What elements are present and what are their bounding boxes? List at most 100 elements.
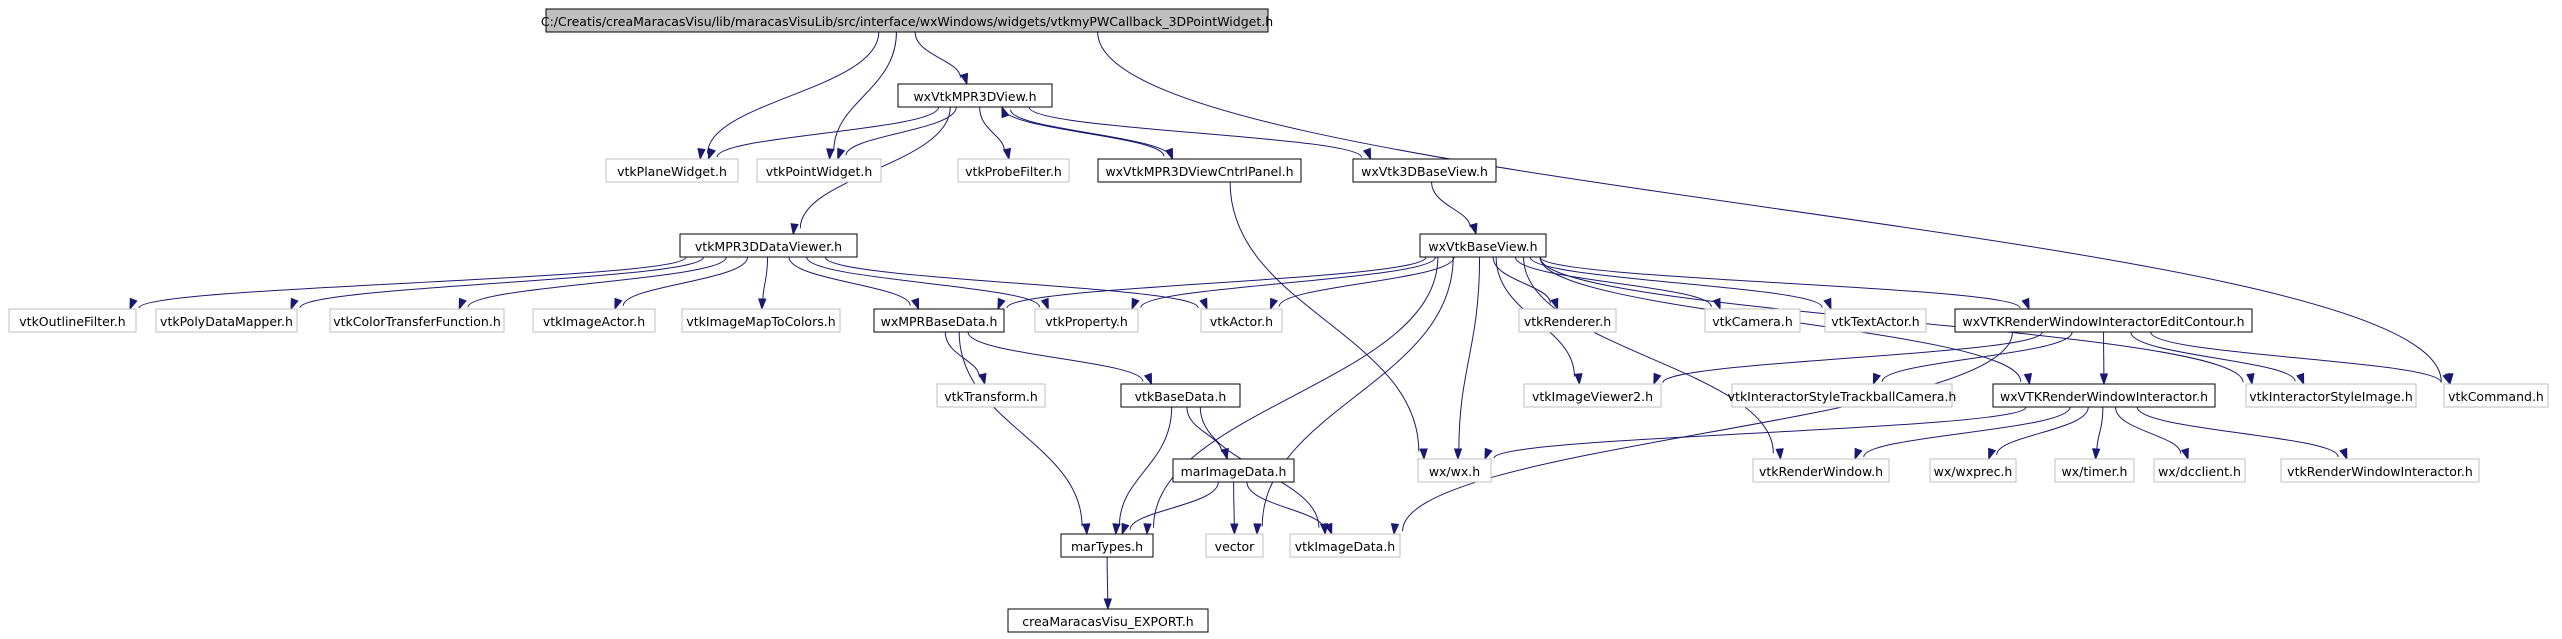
edge-editcontour-to-trackballcam bbox=[1881, 331, 2073, 382]
node-label-vtkcommand: vtkCommand.h bbox=[2448, 389, 2544, 404]
node-label-marimagedata[interactable]: marImageData.h bbox=[1181, 464, 1287, 479]
node-box-mprbasedata[interactable] bbox=[873, 308, 1005, 333]
node-basetview[interactable]: wxVtkBaseView.h bbox=[1419, 233, 1547, 258]
node-label-mpr3dview[interactable]: wxVtkMPR3DView.h bbox=[913, 89, 1036, 104]
edge-basetview-to-renderer bbox=[1492, 256, 1551, 304]
edge-marimagedata-to-martypes bbox=[1129, 481, 1219, 530]
node-label-mpr3ddataviewer[interactable]: vtkMPR3DDataViewer.h bbox=[695, 239, 842, 254]
node-label-interactorstyleimage: vtkInteractorStyleImage.h bbox=[2249, 389, 2413, 404]
node-imagemaptocolors: vtkImageMapToColors.h bbox=[681, 308, 841, 333]
node-label-cntrlpanel[interactable]: wxVtkMPR3DViewCntrlPanel.h bbox=[1105, 164, 1293, 179]
node-interactorstyleimage: vtkInteractorStyleImage.h bbox=[2245, 383, 2417, 408]
node-vtkcommand: vtkCommand.h bbox=[2443, 383, 2549, 408]
node-box-imageactor bbox=[532, 308, 656, 333]
node-box-imageviewer2 bbox=[1523, 383, 1662, 408]
node-label-wxtimer: wx/timer.h bbox=[2062, 464, 2128, 479]
node-mpr3ddataviewer[interactable]: vtkMPR3DDataViewer.h bbox=[679, 233, 858, 258]
arrowhead-mpr3ddataviewer-to-imagemaptocolors bbox=[758, 298, 767, 311]
edge-mprbasedata-to-basedata bbox=[967, 331, 1144, 382]
arrowhead-cntrlpanel-to-mpr3dview bbox=[1001, 105, 1010, 119]
node-label-pointwidget: vtkPointWidget.h bbox=[766, 164, 873, 179]
node-box-wxwx bbox=[1417, 458, 1492, 483]
node-label-mprbasedata[interactable]: wxMPRBaseData.h bbox=[881, 314, 998, 329]
node-label-actor: vtkActor.h bbox=[1210, 314, 1273, 329]
node-dcclient: wx/dcclient.h bbox=[2153, 458, 2246, 483]
edge-basetview-to-actor bbox=[1278, 256, 1455, 307]
node-box-export[interactable] bbox=[1007, 608, 1209, 633]
node-mpr3dview[interactable]: wxVtkMPR3DView.h bbox=[897, 83, 1053, 108]
edge-editcontour-to-vtkcommand bbox=[2150, 331, 2442, 383]
node-box-transform bbox=[936, 383, 1046, 408]
node-label-property: vtkProperty.h bbox=[1045, 314, 1128, 329]
node-box-basetview[interactable] bbox=[1419, 233, 1547, 258]
node-label-basetview[interactable]: wxVtkBaseView.h bbox=[1428, 239, 1537, 254]
arrowhead-mpr3ddataviewer-to-actor bbox=[1199, 297, 1208, 311]
node-box-imagedata bbox=[1289, 533, 1401, 558]
node-label-renderwindow: vtkRenderWindow.h bbox=[1759, 464, 1883, 479]
node-box-wxprec bbox=[1929, 458, 2017, 483]
node-box-root[interactable] bbox=[545, 8, 1269, 33]
edge-mpr3ddataviewer-to-imageactor bbox=[622, 256, 749, 306]
node-export[interactable]: creaMaracasVisu_EXPORT.h bbox=[1007, 608, 1209, 633]
edge-root-to-pointwidget bbox=[833, 31, 897, 152]
node-mprbasedata[interactable]: wxMPRBaseData.h bbox=[873, 308, 1005, 333]
node-label-editcontour[interactable]: wxVTKRenderWindowInteractorEditContour.h bbox=[1962, 314, 2244, 329]
node-editcontour[interactable]: wxVTKRenderWindowInteractorEditContour.h bbox=[1954, 308, 2253, 333]
node-box-interactorstyleimage bbox=[2245, 383, 2417, 408]
node-box-basedata[interactable] bbox=[1120, 383, 1241, 408]
edge-basedata-to-martypes bbox=[1118, 406, 1173, 526]
node-label-dcclient: wx/dcclient.h bbox=[2158, 464, 2241, 479]
arrowhead-root-to-mpr3dview bbox=[960, 72, 969, 86]
node-label-root[interactable]: C:/Creatis/creaMaracasVisu/lib/maracasVi… bbox=[541, 14, 1273, 29]
arrowhead-editcontour-to-imagedata bbox=[1390, 523, 1400, 536]
arrowhead-basetview-to-renderer bbox=[1550, 297, 1559, 311]
arrowhead-martypes-to-export bbox=[1103, 598, 1113, 611]
node-box-actor bbox=[1200, 308, 1283, 333]
edge-basetview-to-property bbox=[1140, 256, 1436, 308]
node-martypes[interactable]: marTypes.h bbox=[1060, 533, 1154, 558]
edge-mpr3dview-to-probefilter bbox=[979, 106, 1005, 152]
node-box-vtkcommand bbox=[2443, 383, 2549, 408]
node-label-export[interactable]: creaMaracasVisu_EXPORT.h bbox=[1022, 614, 1193, 629]
node-box-vtk3dbaseview[interactable] bbox=[1352, 158, 1497, 183]
node-label-martypes[interactable]: marTypes.h bbox=[1071, 539, 1143, 554]
edge-cntrlpanel-to-mpr3dview bbox=[1010, 109, 1174, 160]
node-box-vtkrwi bbox=[2280, 458, 2480, 483]
edge-basetview-to-renderwindow bbox=[1523, 256, 1774, 454]
node-basedata[interactable]: vtkBaseData.h bbox=[1120, 383, 1241, 408]
node-box-renderwindow bbox=[1752, 458, 1890, 483]
node-box-martypes[interactable] bbox=[1060, 533, 1154, 558]
node-label-basedata[interactable]: vtkBaseData.h bbox=[1135, 389, 1227, 404]
node-box-trackballcam bbox=[1731, 383, 1953, 408]
node-box-marimagedata[interactable] bbox=[1172, 458, 1295, 483]
node-box-rwi[interactable] bbox=[1992, 383, 2216, 408]
node-vtk3dbaseview[interactable]: wxVtk3DBaseView.h bbox=[1352, 158, 1497, 183]
node-label-polydatamapper: vtkPolyDataMapper.h bbox=[160, 314, 293, 329]
arrowhead-rwi-to-wxtimer bbox=[2091, 448, 2101, 461]
node-box-mpr3dview[interactable] bbox=[897, 83, 1053, 108]
node-label-vtk3dbaseview[interactable]: wxVtk3DBaseView.h bbox=[1361, 164, 1488, 179]
arrowhead-vtk3dbaseview-to-basetview bbox=[1469, 222, 1478, 236]
node-box-pointwidget bbox=[756, 158, 882, 183]
arrowhead-basetview-to-renderwindow bbox=[1775, 448, 1784, 461]
node-vtkrwi: vtkRenderWindowInteractor.h bbox=[2280, 458, 2480, 483]
node-marimagedata[interactable]: marImageData.h bbox=[1172, 458, 1295, 483]
node-rwi[interactable]: wxVTKRenderWindowInteractor.h bbox=[1992, 383, 2216, 408]
arrowhead-marimagedata-to-martypes bbox=[1121, 522, 1130, 536]
node-label-renderer: vtkRenderer.h bbox=[1524, 314, 1611, 329]
node-cntrlpanel[interactable]: wxVtkMPR3DViewCntrlPanel.h bbox=[1097, 158, 1302, 183]
node-root[interactable]: C:/Creatis/creaMaracasVisu/lib/maracasVi… bbox=[541, 8, 1273, 33]
node-label-vtkrwi: vtkRenderWindowInteractor.h bbox=[2287, 464, 2473, 479]
node-renderwindow: vtkRenderWindow.h bbox=[1752, 458, 1890, 483]
edge-basedata-to-marimagedata bbox=[1186, 406, 1223, 452]
arrowhead-mprbasedata-to-martypes bbox=[1082, 523, 1091, 536]
node-label-rwi[interactable]: wxVTKRenderWindowInteractor.h bbox=[2000, 389, 2208, 404]
arrowhead-marimagedata-to-imagedata bbox=[1324, 522, 1333, 536]
edge-basetview-to-textactor bbox=[1529, 256, 1823, 308]
arrowhead-basetview-to-textactor bbox=[1823, 297, 1832, 311]
node-box-cntrlpanel[interactable] bbox=[1097, 158, 1302, 183]
node-box-editcontour[interactable] bbox=[1954, 308, 2253, 333]
node-probefilter: vtkProbeFilter.h bbox=[957, 158, 1070, 183]
node-box-mpr3ddataviewer[interactable] bbox=[679, 233, 858, 258]
